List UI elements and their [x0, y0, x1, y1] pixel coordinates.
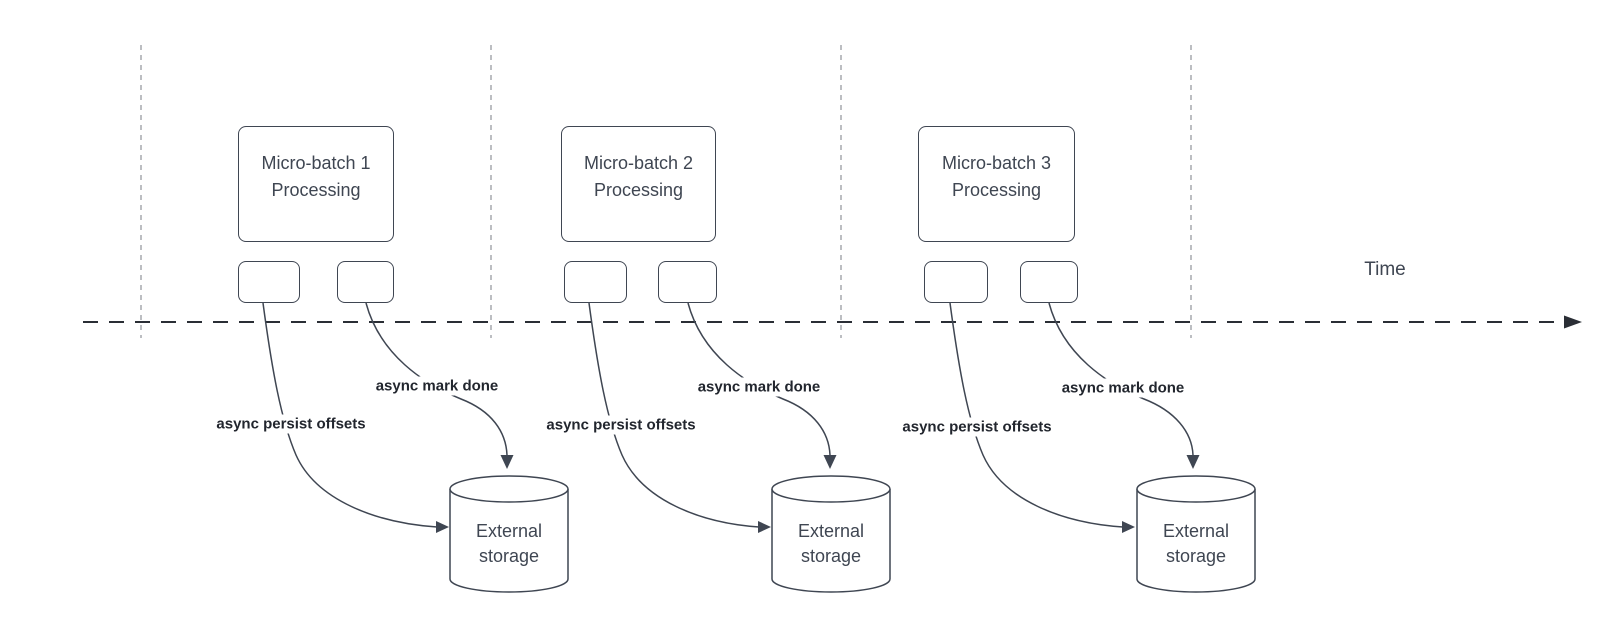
mark-done-label-3: async mark done [1058, 378, 1188, 398]
persist-offsets-arrow-2 [588, 302, 760, 528]
mark-done-arrow-2 [687, 302, 831, 456]
persist-offsets-arrow-3 [949, 302, 1124, 528]
micro-batch-3-done-box [1020, 261, 1078, 303]
micro-batch-2-title: Micro-batch 2 Processing [583, 153, 694, 200]
storage-cylinder-top-3 [1136, 475, 1256, 503]
external-storage-label-1: External storage [475, 521, 543, 566]
time-axis-label: Time [1364, 259, 1406, 280]
persist-offsets-arrowhead-icon-1 [436, 521, 449, 533]
external-storage-label-2: External storage [797, 521, 865, 566]
storage-cylinder-body-3 [1136, 489, 1256, 593]
storage-cylinder-top-2 [771, 475, 891, 503]
persist-offsets-arrow-1 [262, 302, 438, 528]
persist-offsets-label-3: async persist offsets [899, 417, 1055, 437]
mark-done-label-2: async mark done [694, 377, 824, 397]
micro-batch-2-done-box [658, 261, 717, 303]
micro-batch-1-offset-box [238, 261, 300, 303]
time-axis-arrowhead-icon [1564, 315, 1582, 329]
micro-batch-3-box: Micro-batch 3 Processing [918, 126, 1075, 242]
micro-batch-1-done-box [337, 261, 394, 303]
micro-batch-1-title: Micro-batch 1 Processing [261, 153, 371, 200]
persist-offsets-label-1: async persist offsets [213, 414, 369, 434]
external-storage-label-3: External storage [1162, 521, 1230, 566]
persist-offsets-arrowhead-icon-3 [1122, 521, 1135, 533]
mark-done-arrowhead-icon-1 [500, 455, 514, 469]
mark-done-label-1: async mark done [372, 376, 502, 396]
micro-batch-1-box: Micro-batch 1 Processing [238, 126, 394, 242]
micro-batch-2-offset-box [564, 261, 627, 303]
persist-offsets-label-2: async persist offsets [543, 415, 699, 435]
micro-batch-2-box: Micro-batch 2 Processing [561, 126, 716, 242]
micro-batch-3-offset-box [924, 261, 988, 303]
persist-offsets-arrowhead-icon-2 [758, 521, 771, 533]
mark-done-arrowhead-icon-3 [1186, 455, 1200, 469]
storage-cylinder-body-1 [449, 489, 569, 593]
micro-batch-3-title: Micro-batch 3 Processing [941, 153, 1052, 200]
mark-done-arrowhead-icon-2 [823, 455, 837, 469]
mark-done-arrow-1 [365, 302, 508, 456]
storage-cylinder-top-1 [449, 475, 569, 503]
storage-cylinder-body-2 [771, 489, 891, 593]
